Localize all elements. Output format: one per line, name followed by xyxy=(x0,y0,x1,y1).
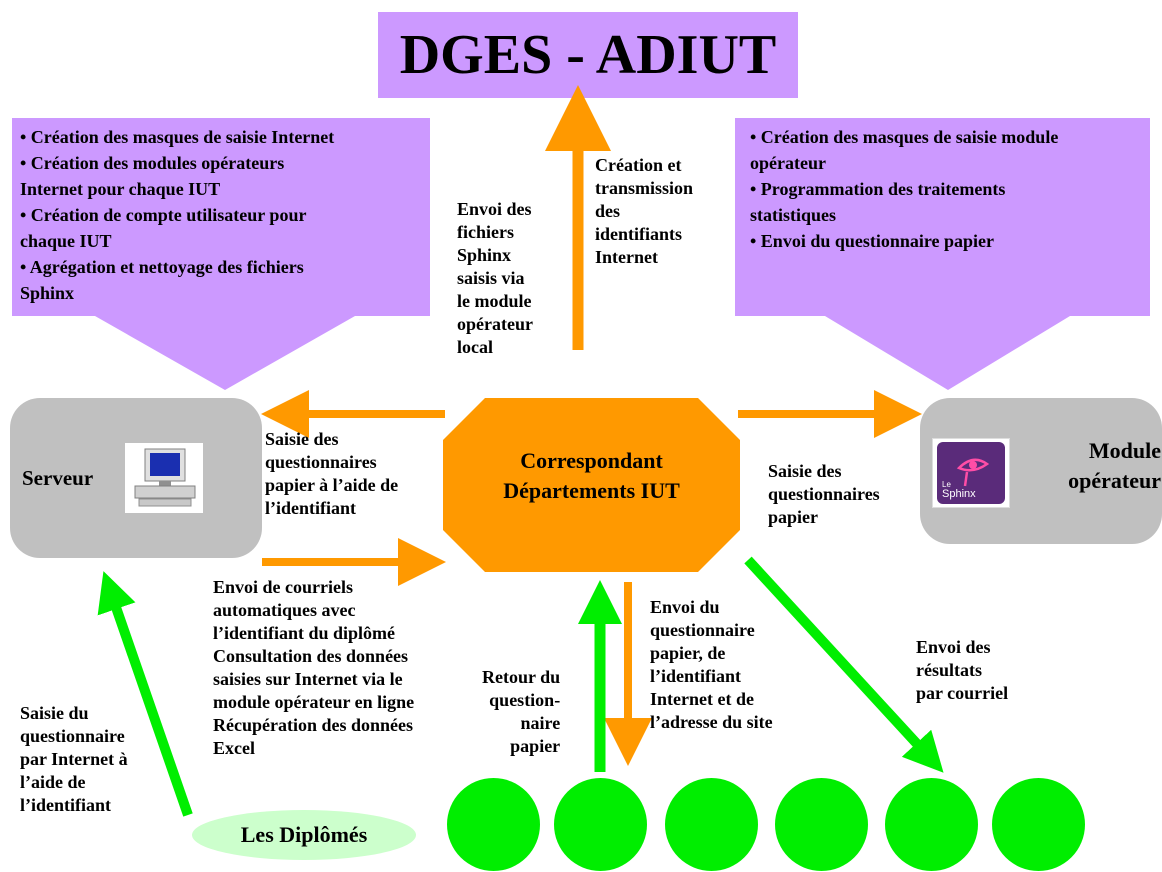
left-line: Sphinx xyxy=(20,283,75,303)
sphinx-logo-name: Sphinx xyxy=(942,488,976,500)
left-panel-text: • Création des masques de saisie Interne… xyxy=(20,124,425,306)
diplome-circle xyxy=(775,778,868,871)
module-operateur-label: Module opérateur xyxy=(1045,436,1161,496)
label-envoi-courriels: Envoi de courriels automatiques avec l’i… xyxy=(213,577,415,758)
label-saisie-identifiant: Saisie des questionnaires papier à l’aid… xyxy=(265,429,399,518)
diplome-circle xyxy=(447,778,540,871)
right-line: statistiques xyxy=(750,205,837,225)
computer-icon xyxy=(125,443,203,513)
label-envoi-resultats: Envoi des résultats par courriel xyxy=(916,637,1009,703)
right-line: • Envoi du questionnaire papier xyxy=(750,231,995,251)
label-saisie-internet: Saisie du questionnaire par Internet à l… xyxy=(20,703,128,815)
label-envoi-fichiers: Envoi des fichiers Sphinx saisis via le … xyxy=(457,199,533,357)
right-panel-shape xyxy=(735,118,1150,390)
arrow-center-to-resultats xyxy=(744,556,944,773)
right-line: • Programmation des traitements xyxy=(750,179,1006,199)
sphinx-logo-le: Le xyxy=(942,480,951,489)
left-line: • Création des modules opérateurs xyxy=(20,153,285,173)
serveur-label: Serveur xyxy=(22,466,94,490)
module-label-line2: opérateur xyxy=(1068,468,1161,493)
arrow-diplomes-to-serveur xyxy=(97,571,193,817)
left-panel-shape xyxy=(12,118,430,390)
right-panel-text: • Création des masques de saisie module … xyxy=(750,124,1145,254)
center-octagon xyxy=(443,398,740,572)
left-line: • Création des masques de saisie Interne… xyxy=(20,127,335,147)
title-box: DGES - ADIUT xyxy=(378,12,798,98)
diplome-circle xyxy=(665,778,758,871)
diplomes-node: Les Diplômés xyxy=(192,810,416,860)
left-line: chaque IUT xyxy=(20,231,112,251)
label-retour-questionnaire: Retour du question- naire papier xyxy=(482,667,561,756)
serveur-node: Serveur xyxy=(10,398,262,558)
left-line: • Création de compte utilisateur pour xyxy=(20,205,307,225)
module-label-line1: Module xyxy=(1088,438,1161,463)
module-operateur-node: Le Sphinx Module opérateur xyxy=(920,398,1162,544)
label-saisie-papier: Saisie des questionnaires papier xyxy=(768,461,880,527)
left-line: • Agrégation et nettoyage des fichiers xyxy=(20,257,304,277)
center-line1: Correspondant xyxy=(520,448,663,473)
center-line2: Départements IUT xyxy=(503,478,680,503)
center-node-label: Correspondant Départements IUT xyxy=(443,446,740,506)
diplome-circle xyxy=(885,778,978,871)
label-creation-transmission: Création et transmission des identifiant… xyxy=(595,155,694,267)
diplome-circle xyxy=(554,778,647,871)
right-line: opérateur xyxy=(750,153,826,173)
left-line: Internet pour chaque IUT xyxy=(20,179,221,199)
diplomes-label: Les Diplômés xyxy=(240,822,368,847)
label-envoi-questionnaire: Envoi du questionnaire papier, de l’iden… xyxy=(650,597,773,732)
sphinx-logo: Le Sphinx xyxy=(932,438,1010,508)
page-title: DGES - ADIUT xyxy=(399,24,777,86)
right-line: • Création des masques de saisie module xyxy=(750,127,1059,147)
diplome-circle xyxy=(992,778,1085,871)
